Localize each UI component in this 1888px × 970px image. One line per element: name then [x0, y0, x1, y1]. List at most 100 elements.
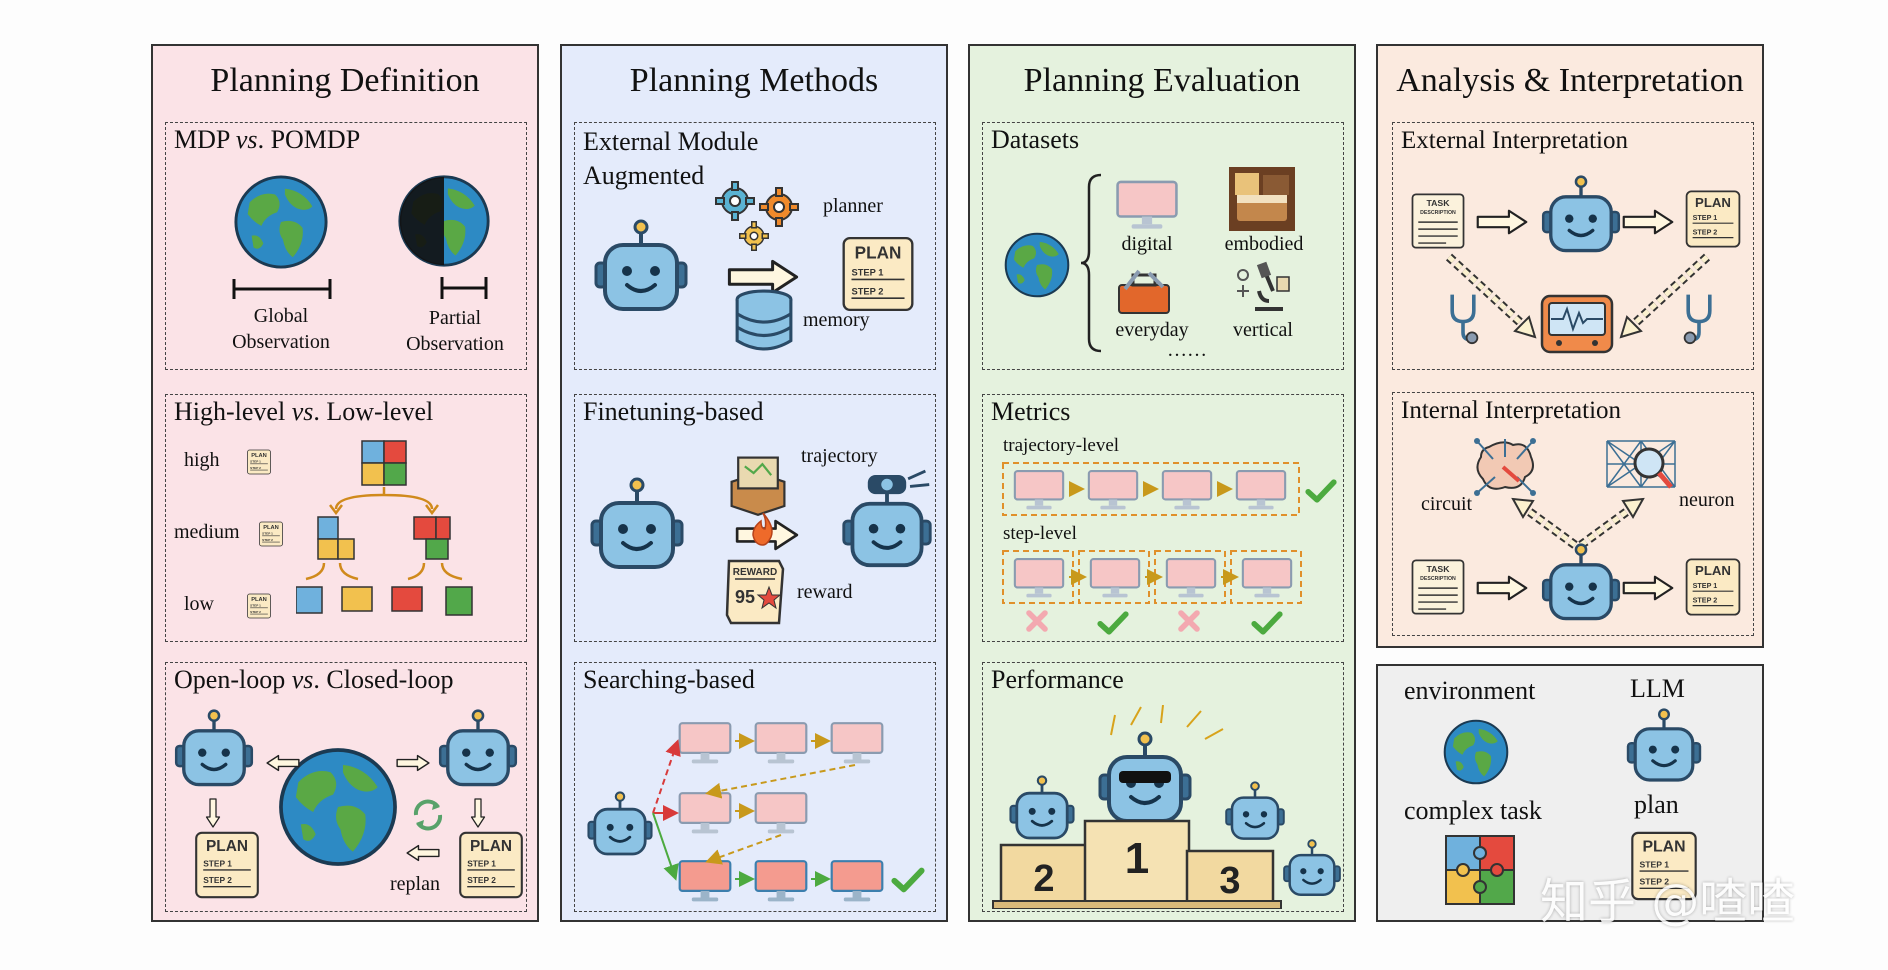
down-arrow-icon	[468, 798, 488, 828]
podium-diagram: 2 1 3	[992, 705, 1341, 909]
box-external-interpretation: External Interpretation	[1392, 122, 1754, 370]
environment-label: environment	[1404, 676, 1536, 705]
robot-icon	[1624, 708, 1704, 788]
panel-title: Planning Evaluation	[1023, 62, 1301, 99]
box-searching: Searching-based	[574, 662, 936, 912]
right-arrow-icon	[1473, 575, 1531, 601]
box-title: Metrics	[991, 397, 1071, 426]
svg-text:95: 95	[735, 587, 755, 607]
box-finetuning: Finetuning-based trajectory REWARD 95 re…	[574, 394, 936, 642]
box-metrics: Metrics trajectory-level step-level	[982, 394, 1344, 642]
complex-task-label: complex task	[1404, 796, 1542, 825]
refresh-icon	[413, 799, 443, 831]
partial-observation-label: Partial Observation	[406, 307, 504, 355]
neuron-label: neuron	[1679, 489, 1735, 511]
box-internal-interpretation: Internal Interpretation circuit neuron	[1392, 392, 1754, 636]
everyday-label: everyday	[1115, 319, 1189, 341]
memory-label: memory	[803, 309, 870, 331]
svg-text:3: 3	[1219, 860, 1240, 902]
panel-title: Planning Definition	[210, 62, 480, 99]
dashed-diagonal-arrows	[1445, 253, 1711, 339]
box-open-closed-loop: Open-loop vs. Closed-loop replan	[165, 662, 527, 912]
mini-plan-icon	[258, 519, 284, 549]
left-arrow-icon	[266, 753, 300, 773]
dashed-up-arrows	[1511, 497, 1645, 549]
box-high-low-level: High-level vs. Low-level high medium low	[165, 394, 527, 642]
database-icon	[735, 289, 793, 351]
panel-title: Planning Methods	[629, 62, 879, 99]
neuron-network-icon	[1606, 440, 1676, 489]
svg-text:1: 1	[1125, 834, 1149, 883]
right-arrow-icon	[1473, 209, 1531, 235]
llm-label: LLM	[1630, 674, 1685, 703]
robot-icon	[172, 709, 256, 793]
box-title: Finetuning-based	[583, 397, 764, 426]
robot-icon	[1539, 543, 1623, 627]
replan-label: replan	[390, 873, 440, 895]
right-arrow-icon	[396, 753, 430, 773]
box-title: Searching-based	[583, 665, 755, 694]
box-title: Open-loop vs. Closed-loop	[174, 665, 454, 694]
robot-icon	[587, 477, 687, 577]
box-title: Internal Interpretation	[1401, 397, 1622, 424]
box-title: External Interpretation	[1401, 127, 1628, 154]
partial-span-marker	[440, 277, 488, 299]
trajectory-level-label: trajectory-level	[1003, 435, 1120, 456]
plan-document-icon	[1683, 185, 1743, 253]
plan-document-icon	[839, 231, 917, 317]
replan-arrow-icon	[406, 843, 440, 863]
box-performance: Performance 2 1 3	[982, 662, 1344, 912]
mini-plan-icon	[246, 591, 272, 621]
panel-planning-definition: Planning Definition MDP vs. POMDP Global…	[151, 44, 539, 922]
robot-finetuned-icon	[841, 469, 933, 568]
plan-document-icon	[1683, 553, 1743, 621]
brain-circuit-icon	[1474, 438, 1536, 496]
reward-label: reward	[797, 581, 853, 603]
box-title: MDP vs. POMDP	[174, 125, 361, 154]
plan-label: plan	[1634, 790, 1679, 819]
vital-monitor-icon	[1540, 294, 1614, 354]
step-level-label: step-level	[1003, 523, 1077, 544]
trajectory-level-row	[1002, 462, 1341, 516]
box-mdp-pomdp: MDP vs. POMDP Global Observation Partial…	[165, 122, 527, 370]
monitor-icon	[1115, 179, 1179, 231]
box-title: High-level vs. Low-level	[174, 397, 434, 426]
robot-icon	[436, 709, 520, 793]
box-datasets: Datasets digital embodied everyday v	[982, 122, 1344, 370]
svg-text:2: 2	[1033, 858, 1054, 900]
earth-icon	[232, 173, 330, 271]
down-arrow-icon	[203, 798, 223, 828]
microscope-icon	[1237, 261, 1290, 311]
robot-icon	[1539, 175, 1623, 259]
circuit-label: circuit	[1421, 493, 1473, 515]
high-label: high	[184, 449, 220, 471]
search-tree-diagram	[652, 717, 935, 903]
task-description-icon	[1409, 189, 1467, 253]
digital-label: digital	[1121, 233, 1173, 255]
robot-icon	[591, 219, 691, 319]
dark-earth-icon	[398, 175, 490, 267]
panel-analysis-interpretation: Analysis & Interpretation External Inter…	[1376, 44, 1764, 648]
puzzle-icon	[1445, 835, 1515, 905]
bedroom-image-icon	[1229, 167, 1295, 231]
puzzle-hierarchy-diagram	[296, 440, 473, 616]
plan-document-icon	[456, 827, 526, 903]
mini-plan-icon	[246, 447, 272, 477]
panel-title: Analysis & Interpretation	[1396, 62, 1744, 99]
trajectory-box-icon	[730, 456, 786, 516]
earth-icon	[1003, 231, 1071, 299]
stethoscope-icon	[1445, 291, 1481, 345]
global-observation-label: Global Observation	[232, 305, 330, 353]
box-title: Performance	[991, 665, 1124, 694]
toolbox-icon	[1118, 269, 1170, 314]
gears-icon	[715, 181, 811, 257]
watermark: 知乎 @喳喳	[1540, 874, 1796, 930]
trajectory-label: trajectory	[801, 445, 878, 467]
panel-legend: environment LLM complex task plan	[1376, 664, 1764, 922]
embodied-label: embodied	[1224, 233, 1304, 255]
step-level-row	[1002, 550, 1302, 637]
stethoscope-icon	[1681, 291, 1717, 345]
panel-planning-evaluation: Planning Evaluation Datasets digital emb…	[968, 44, 1356, 922]
